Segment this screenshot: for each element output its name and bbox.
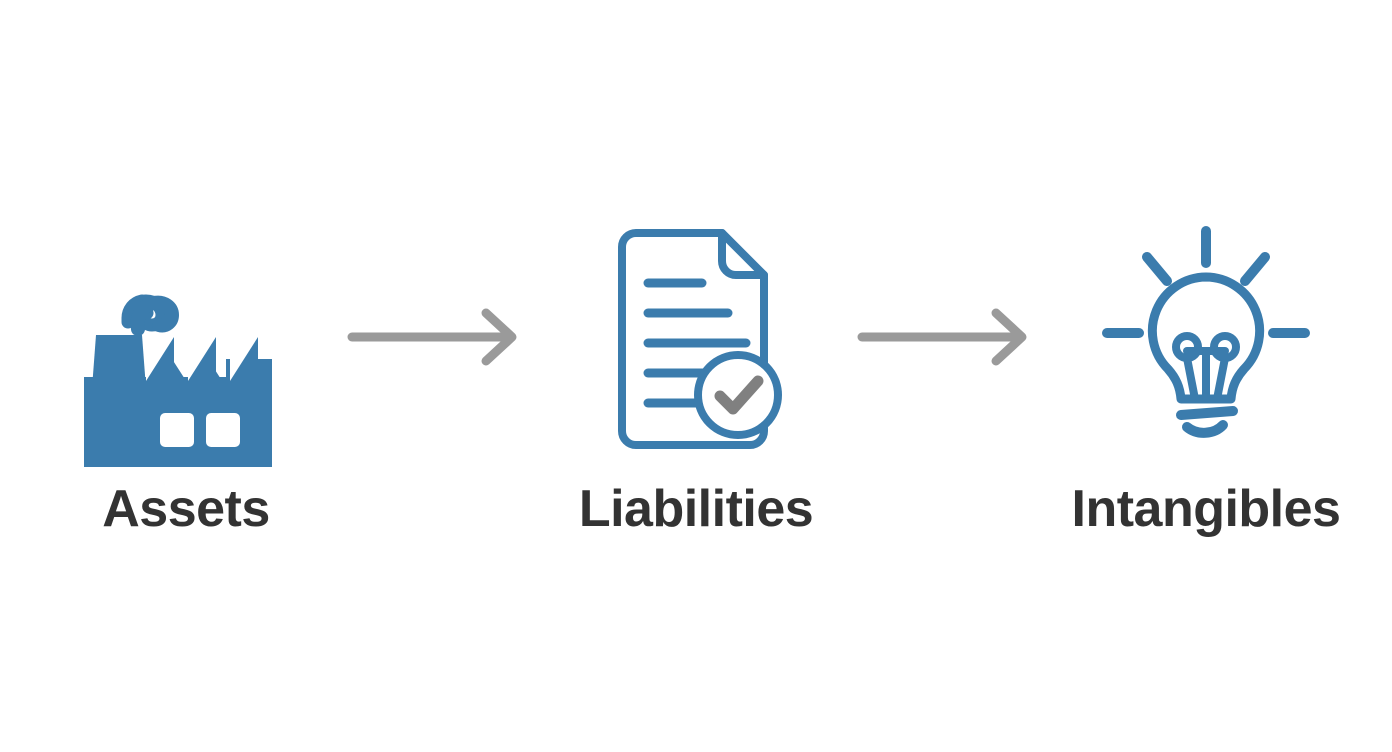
step-label-assets: Assets — [102, 480, 270, 538]
step-label-liabilities: Liabilities — [578, 480, 814, 538]
lightbulb-icon — [1086, 217, 1326, 467]
factory-icon — [66, 217, 306, 467]
flow-step-intangibles[interactable]: Intangibles — [1056, 217, 1356, 535]
step-label-intangibles: Intangibles — [1071, 480, 1341, 538]
flow-step-liabilities[interactable]: Liabilities — [546, 217, 846, 535]
document-check-icon — [576, 217, 816, 467]
arrow-right-icon-2 — [846, 212, 1056, 462]
flow-step-assets[interactable]: Assets — [36, 217, 336, 535]
arrow-right-icon-1 — [336, 212, 546, 462]
